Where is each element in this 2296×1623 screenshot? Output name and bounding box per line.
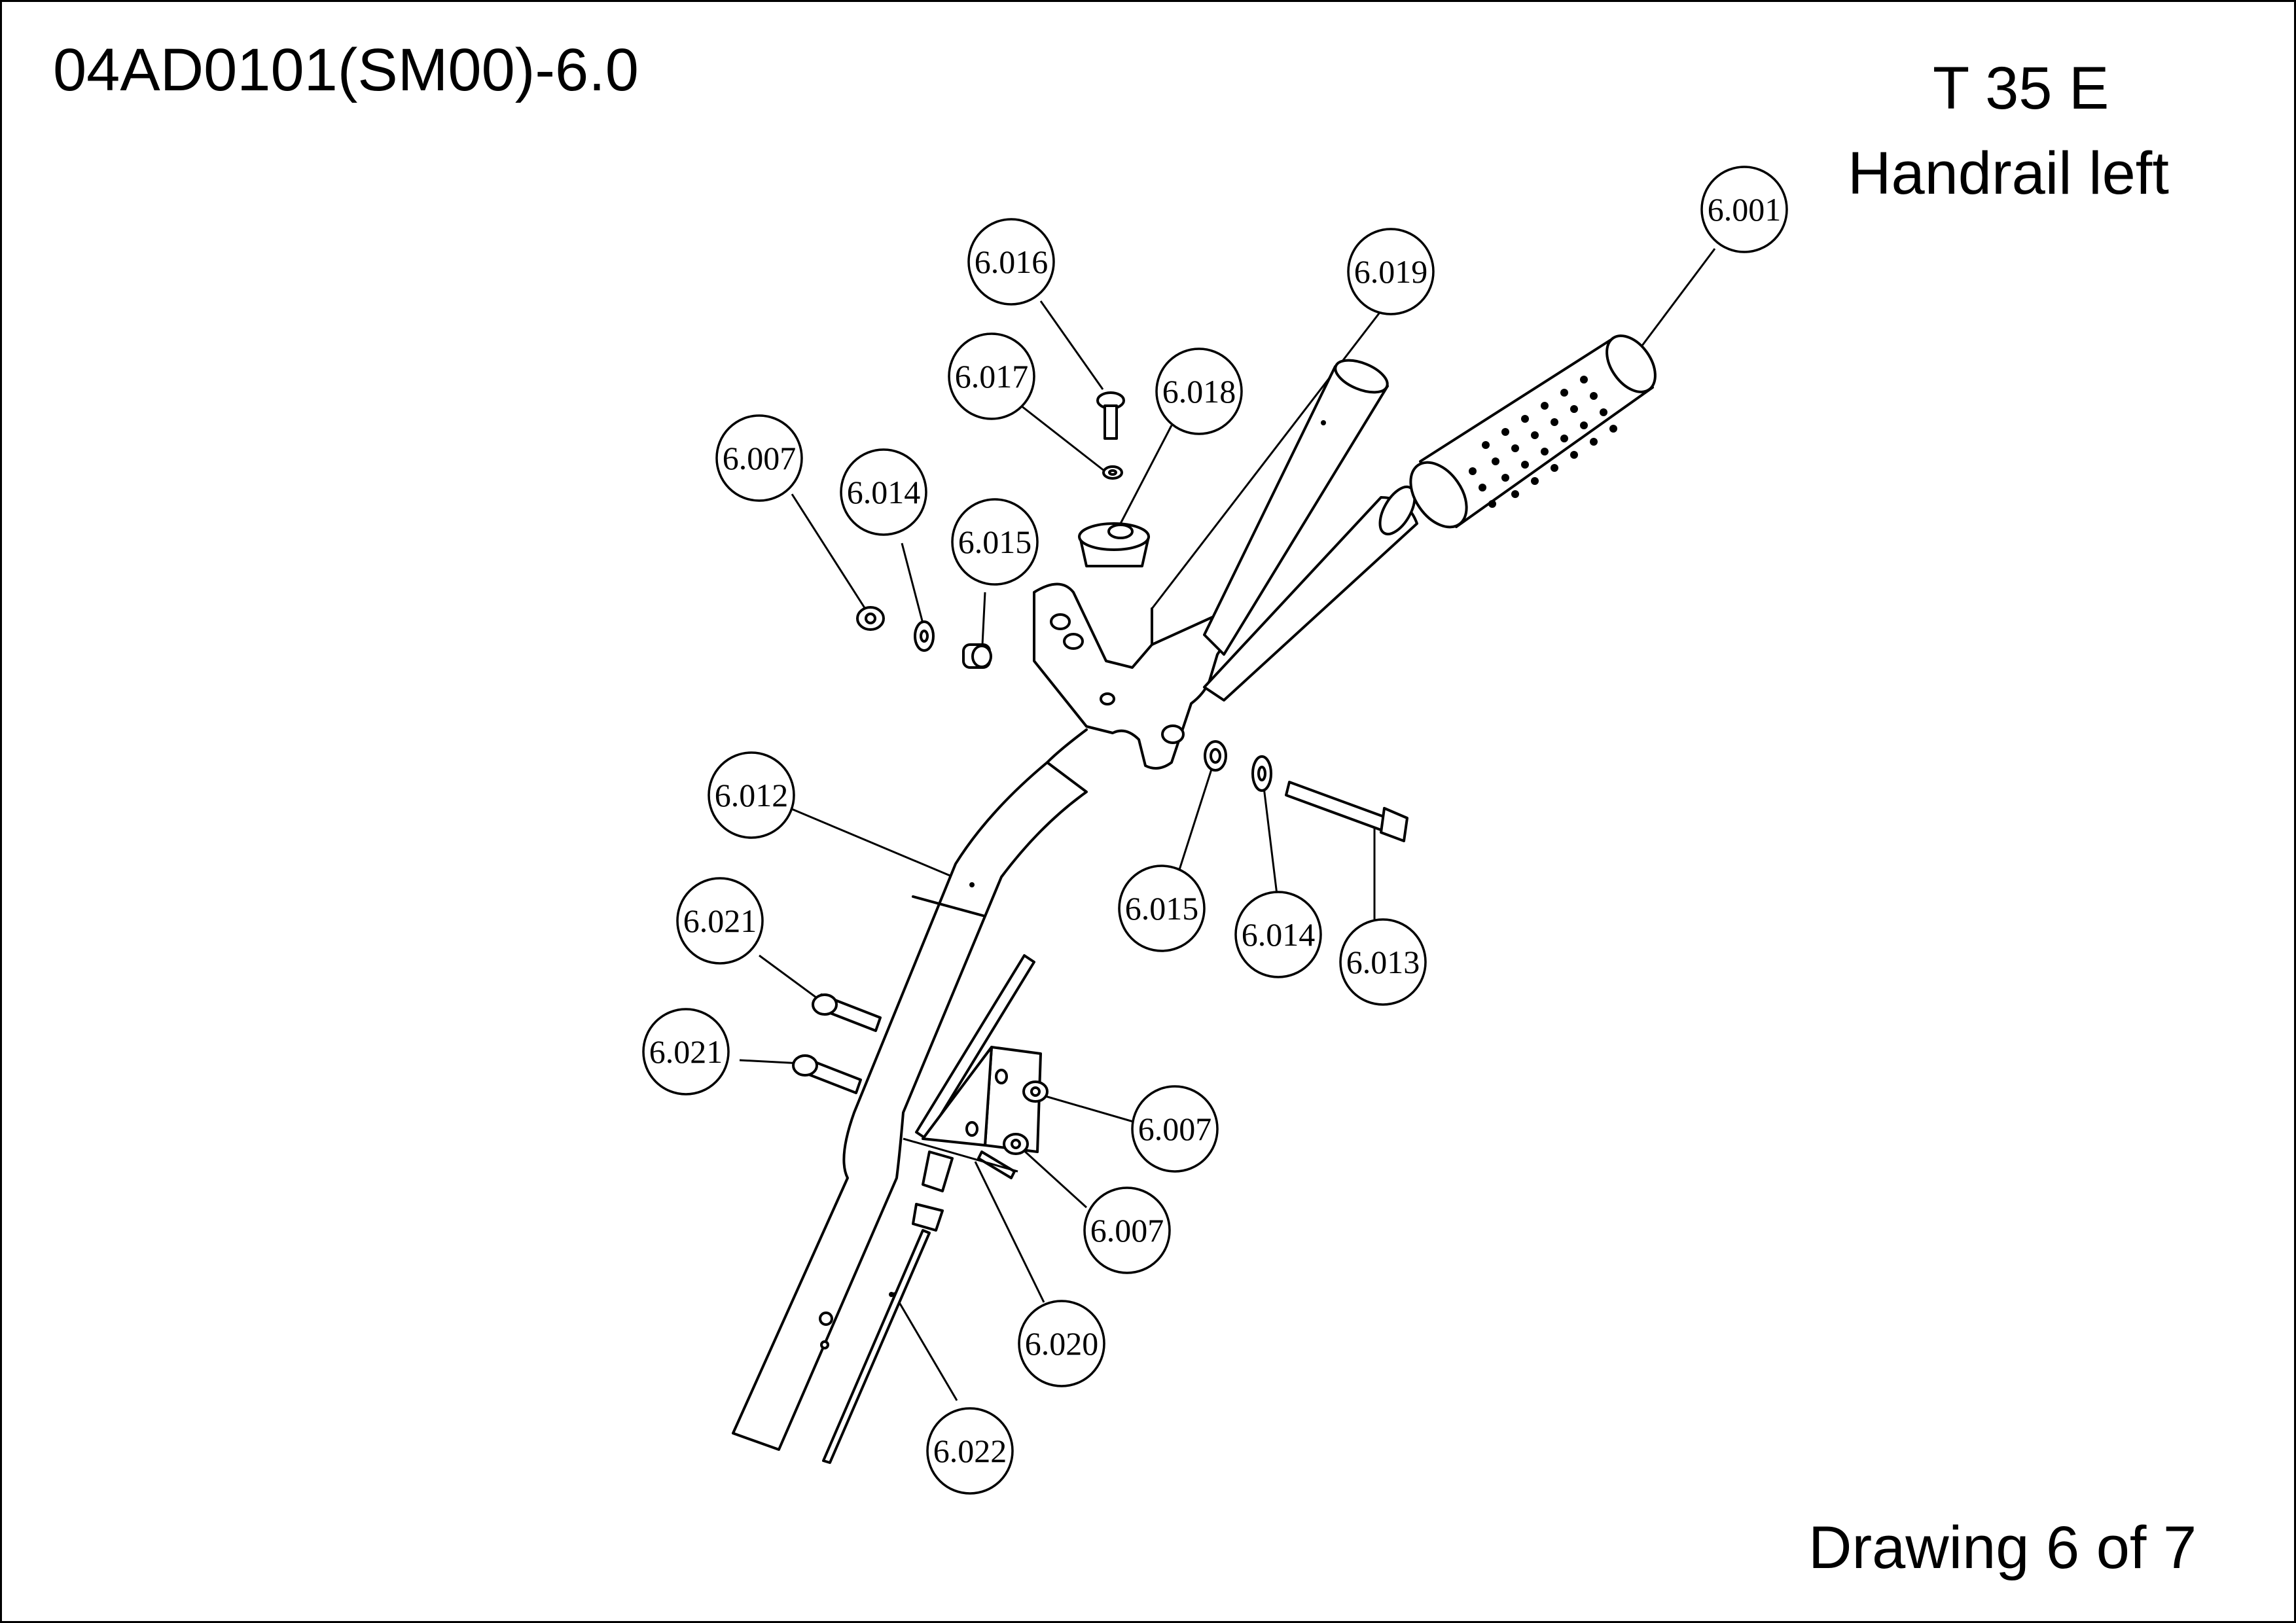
callout-label: 6.015 (958, 524, 1032, 560)
callout-6013: 6.013 (1339, 918, 1427, 1006)
pivot-bracket (1033, 582, 1232, 770)
bolts-6021 (792, 993, 882, 1094)
callout-6020: 6.020 (1018, 1300, 1105, 1387)
callout-label: 6.022 (933, 1433, 1007, 1469)
callout-label: 6.015 (1125, 890, 1199, 927)
callout-6022: 6.022 (926, 1407, 1014, 1495)
callout-6017: 6.017 (948, 332, 1035, 420)
callout-6018: 6.018 (1155, 348, 1243, 435)
callout-label: 6.018 (1162, 373, 1236, 410)
callout-label: 6.016 (975, 243, 1049, 280)
callout-label: 6.017 (955, 358, 1029, 395)
callout-6015-right: 6.015 (1118, 865, 1206, 952)
callout-label: 6.019 (1354, 253, 1428, 290)
callout-bubbles: 6.001 6.016 6.019 6.017 6.018 6.007 6.01… (642, 166, 1788, 1495)
callout-6001: 6.001 (1700, 166, 1788, 253)
hardware-right (1204, 740, 1408, 842)
model-name: T 35 E (1933, 55, 2109, 122)
callout-6012: 6.012 (708, 751, 795, 839)
callout-6007-right: 6.007 (1131, 1085, 1219, 1173)
callout-label: 6.001 (1708, 191, 1782, 228)
callout-6014-top: 6.014 (840, 448, 927, 536)
lower-bracket (822, 954, 1049, 1464)
callout-label: 6.007 (1138, 1111, 1212, 1147)
callout-6016: 6.016 (967, 218, 1055, 306)
callout-6007-lower: 6.007 (1083, 1186, 1171, 1274)
callout-6014-right: 6.014 (1234, 891, 1322, 978)
callout-label: 6.007 (1090, 1212, 1164, 1249)
sheet-number: Drawing 6 of 7 (1808, 1514, 2197, 1581)
callout-label: 6.014 (1242, 916, 1316, 953)
hardware-top (856, 391, 1150, 669)
handrail-grip (1409, 334, 1657, 529)
callout-6007-top: 6.007 (715, 414, 803, 502)
callout-6015-top: 6.015 (951, 498, 1039, 586)
callout-label: 6.020 (1025, 1325, 1099, 1362)
callout-6019: 6.019 (1347, 228, 1435, 315)
leader-lines (739, 248, 1716, 1401)
callout-6021-lower: 6.021 (642, 1008, 730, 1096)
callout-label: 6.021 (683, 902, 757, 939)
lower-handrail-tube (732, 761, 1088, 1451)
callout-label: 6.013 (1346, 944, 1420, 980)
callout-label: 6.021 (649, 1033, 723, 1070)
drawing-number: 04AD0101(SM00)-6.0 (53, 37, 639, 103)
upper-handrail-tube (1151, 359, 1418, 702)
assembly-title: Handrail left (1848, 140, 2169, 207)
callout-label: 6.012 (715, 777, 789, 813)
callout-6021-upper: 6.021 (676, 877, 764, 965)
callout-label: 6.014 (847, 474, 921, 510)
callout-label: 6.007 (723, 440, 797, 476)
